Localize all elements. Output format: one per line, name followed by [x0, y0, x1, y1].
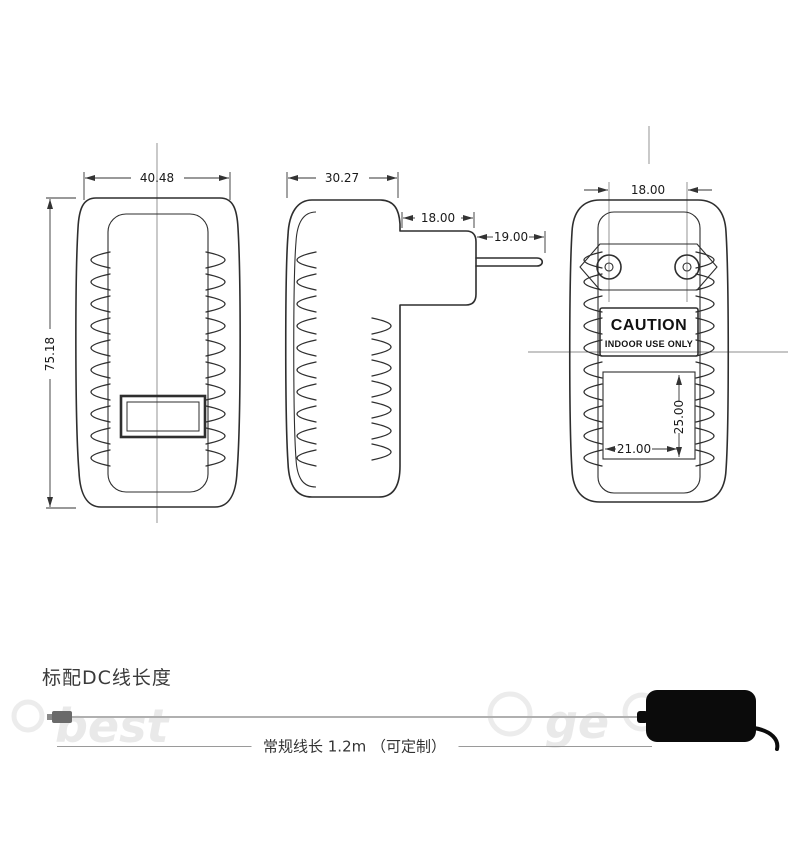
front-width-dimension: 40.48 [83, 171, 231, 200]
pin-length-value: 19.00 [494, 230, 528, 244]
side-right-ribs [371, 317, 392, 461]
front-body-outline [75, 197, 241, 508]
front-width-value: 40.48 [140, 171, 174, 185]
caution-label: CAUTION INDOOR USE ONLY [599, 307, 699, 357]
dc-plug-connector [52, 711, 72, 723]
side-inner-outline [293, 211, 317, 488]
adapter-cable-nub [637, 711, 648, 723]
pin-pitch-value: 18.00 [631, 183, 665, 197]
caution-title: CAUTION [611, 317, 687, 334]
label-width-value: 21.00 [617, 442, 651, 456]
front-height-value: 75.18 [43, 337, 57, 371]
dc-plug-tip [47, 714, 53, 720]
front-nameplate [119, 394, 207, 439]
watermark-ring [11, 699, 45, 733]
pin-length-dimension: 19.00 [477, 230, 546, 253]
side-view: 30.27 18.00 19.00 [284, 171, 546, 498]
back-right-ribs [695, 251, 715, 467]
back-face-outline [597, 211, 701, 494]
cable-section-heading: 标配DC线长度 [42, 667, 172, 689]
side-body-outline [284, 199, 477, 498]
right-pin-center [682, 262, 692, 272]
adapter-body-silhouette [646, 690, 756, 742]
watermark-text-left: best [55, 699, 171, 753]
cable-length-note: 常规线长 1.2m （可定制） [250, 735, 459, 757]
back-left-ribs [583, 251, 603, 467]
back-body-outline [568, 199, 730, 503]
side-depth-value: 30.27 [325, 171, 359, 185]
left-pin-center [604, 262, 614, 272]
cable-illustration [47, 690, 780, 751]
plug-base-dimension: 18.00 [401, 211, 475, 228]
pin-pitch-dimension: 18.00 [584, 183, 712, 197]
watermark: best ge [11, 691, 662, 753]
plug-base-value: 18.00 [421, 211, 455, 225]
side-left-ribs [296, 251, 317, 467]
pin-recess-hexagon [579, 243, 718, 291]
back-view: 18.00 CAUTION INDOOR USE ONLY 25.00 21.0… [528, 126, 788, 503]
front-right-ribs [205, 251, 226, 467]
caution-subtitle: INDOOR USE ONLY [605, 339, 693, 349]
cable-length-line: 常规线长 1.2m （可定制） [57, 735, 652, 757]
side-depth-dimension: 30.27 [286, 171, 399, 198]
adapter-cord-tail [752, 726, 780, 751]
front-view: 40.48 75.18 [43, 143, 241, 523]
front-height-dimension: 75.18 [43, 197, 76, 509]
front-face-outline [107, 213, 209, 493]
watermark-text-right: ge [545, 695, 609, 749]
plug-pin-side [475, 257, 544, 267]
rating-label: 25.00 21.00 [602, 371, 696, 460]
watermark-ring [487, 691, 533, 737]
front-left-ribs [90, 251, 111, 467]
label-height-value: 25.00 [672, 400, 686, 434]
